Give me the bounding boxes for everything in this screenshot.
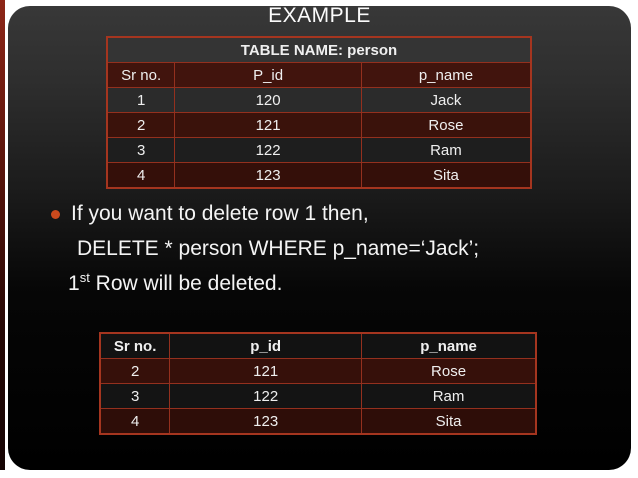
- table-cell: 122: [174, 137, 362, 163]
- table-cell: Jack: [360, 87, 532, 113]
- ordinal-suffix: st: [79, 270, 90, 285]
- table-cell: Ram: [361, 383, 537, 409]
- bullet-text-line1: If you want to delete row 1 then,: [71, 202, 369, 225]
- line3-rest: Row will be deleted.: [89, 272, 283, 295]
- table-cell: Sita: [361, 408, 537, 435]
- table-row: 4 123 Sita: [106, 162, 532, 189]
- table-cell: 122: [169, 383, 363, 409]
- table-header-row: Sr no. p_id p_name: [99, 332, 537, 359]
- table-cell: 123: [174, 162, 362, 189]
- table-cell: Ram: [360, 137, 532, 163]
- table-cell: 4: [99, 408, 171, 435]
- column-header: p_id: [169, 332, 363, 359]
- table-header-row: Sr no. P_id p_name: [106, 62, 532, 88]
- sql-statement-line: DELETE * person WHERE p_name=‘Jack’;: [77, 237, 480, 260]
- left-accent-stripe: [0, 0, 5, 470]
- table-cell: 123: [169, 408, 363, 435]
- table-cell: 120: [174, 87, 362, 113]
- table-cell: 3: [99, 383, 171, 409]
- table-row: 3 122 Ram: [99, 383, 537, 409]
- ordinal-number: 1: [68, 272, 80, 295]
- table-cell: 2: [99, 358, 171, 384]
- bullet-icon: [51, 210, 60, 219]
- slide-title: EXAMPLE: [268, 4, 371, 27]
- column-header: p_name: [360, 62, 532, 88]
- bullet-text-line3: 1st Row will be deleted.: [68, 270, 282, 298]
- table-cell: 121: [169, 358, 363, 384]
- table-cell: Sita: [360, 162, 532, 189]
- column-header: p_name: [361, 332, 537, 359]
- table-row: 2 121 Rose: [99, 358, 537, 384]
- result-table: Sr no. p_id p_name 2 121 Rose 3 122 Ram …: [99, 332, 537, 435]
- table-cell: Rose: [361, 358, 537, 384]
- person-table: TABLE NAME: person Sr no. P_id p_name 1 …: [106, 36, 532, 189]
- table-row: 3 122 Ram: [106, 137, 532, 163]
- table-caption: TABLE NAME: person: [106, 36, 532, 63]
- table-cell: 3: [106, 137, 176, 163]
- table-row: 2 121 Rose: [106, 112, 532, 138]
- table-caption-row: TABLE NAME: person: [106, 36, 532, 63]
- table-row: 4 123 Sita: [99, 408, 537, 435]
- column-header: Sr no.: [106, 62, 176, 88]
- table-cell: 4: [106, 162, 176, 189]
- table-cell: 1: [106, 87, 176, 113]
- table-row: 1 120 Jack: [106, 87, 532, 113]
- table-cell: 121: [174, 112, 362, 138]
- table-cell: 2: [106, 112, 176, 138]
- table-cell: Rose: [360, 112, 532, 138]
- column-header: Sr no.: [99, 332, 171, 359]
- column-header: P_id: [174, 62, 362, 88]
